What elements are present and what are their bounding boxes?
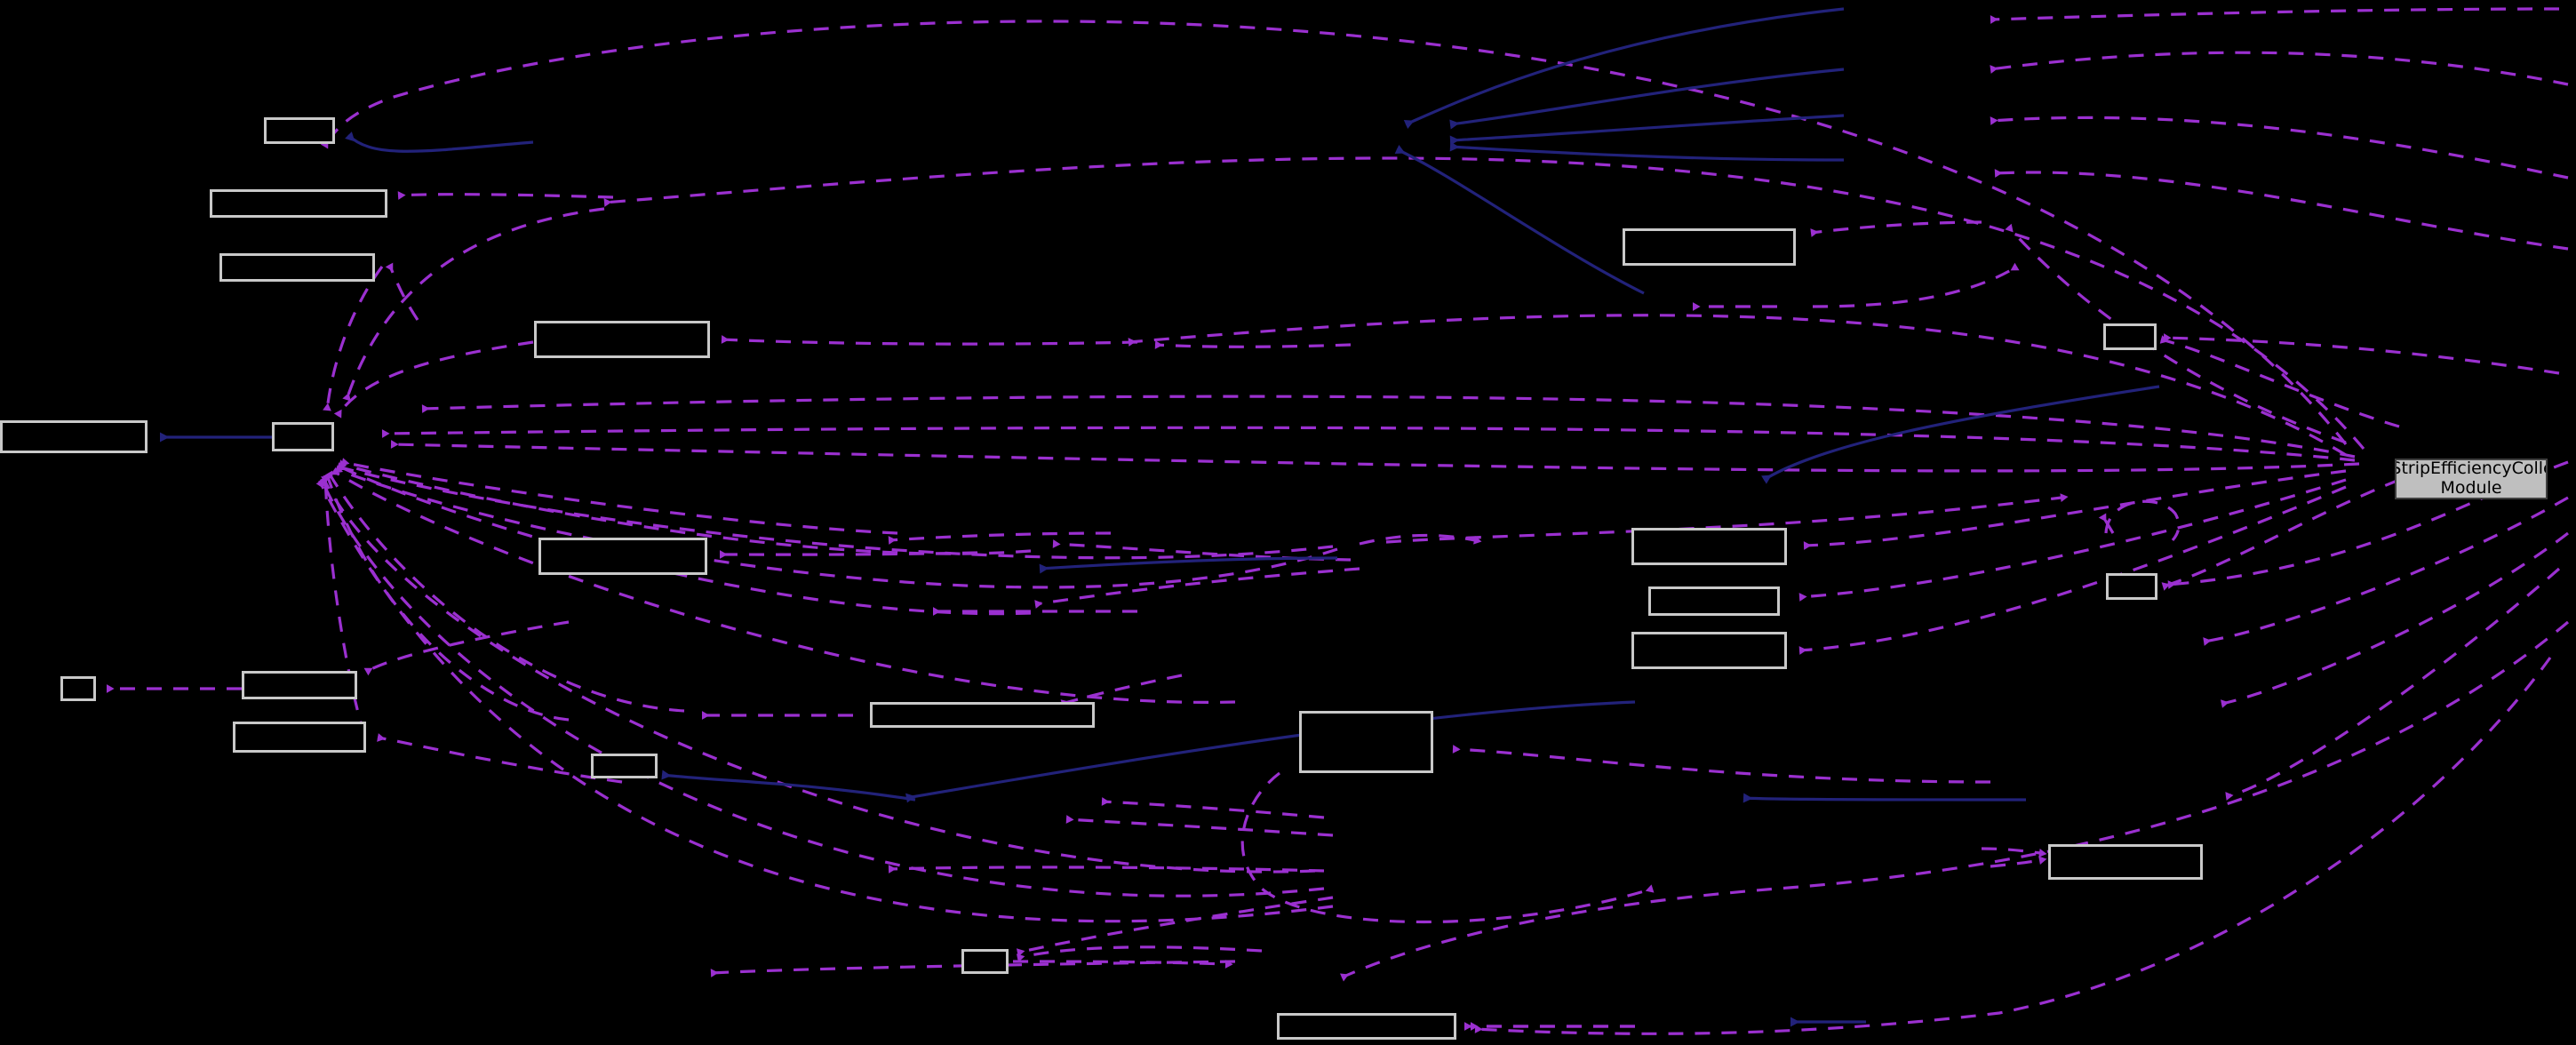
- graph-node[interactable]: [591, 754, 658, 778]
- graph-node[interactable]: [2106, 573, 2157, 600]
- graph-node[interactable]: [534, 321, 710, 358]
- graph-node[interactable]: [219, 253, 375, 282]
- dashed-usage-edges: [107, 7, 2570, 1035]
- graph-node[interactable]: [210, 189, 387, 218]
- graph-node[interactable]: [961, 949, 1009, 974]
- graph-node[interactable]: [242, 671, 357, 699]
- graph-node[interactable]: [538, 538, 707, 575]
- graph-node[interactable]: [60, 676, 96, 701]
- graph-node[interactable]: [0, 420, 148, 453]
- graph-node[interactable]: [272, 422, 334, 451]
- self-loop-edge: [2104, 499, 2181, 542]
- graph-node[interactable]: [233, 722, 366, 753]
- graph-node[interactable]: [1277, 1013, 1456, 1040]
- graph-node[interactable]: [1623, 228, 1796, 266]
- graph-node[interactable]: [1631, 632, 1787, 669]
- graph-node[interactable]: [2103, 323, 2157, 350]
- graph-node[interactable]: [2048, 844, 2203, 880]
- solid-inheritance-edges: [160, 7, 2160, 1027]
- graph-node[interactable]: [264, 117, 335, 144]
- node-klmstripefficiencycollectormodule[interactable]: KLMStripEfficiencyCollector Module: [2395, 459, 2548, 499]
- graph-node[interactable]: [1648, 586, 1780, 616]
- graph-node[interactable]: [1299, 711, 1433, 773]
- graph-node[interactable]: [870, 702, 1095, 728]
- graph-node[interactable]: [1631, 528, 1787, 565]
